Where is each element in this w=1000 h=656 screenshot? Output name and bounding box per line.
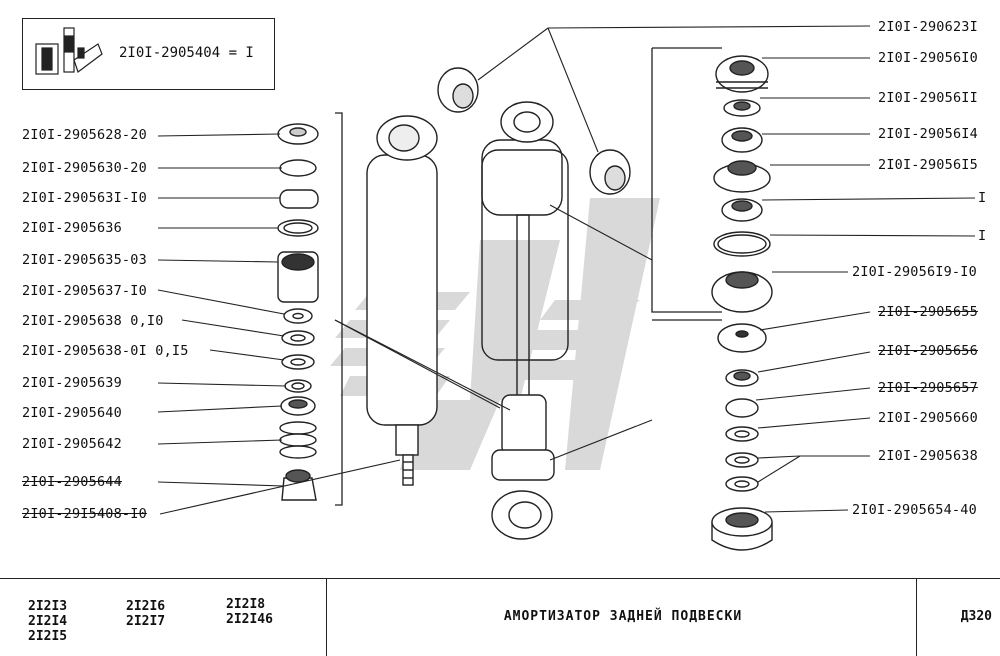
- part-label: 2I0I-2905660: [878, 410, 978, 426]
- model-code: 2I2I7: [126, 614, 166, 629]
- part-label: 2I0I-2905638-0I 0,I5: [22, 343, 189, 359]
- model-code: 2I2I3: [28, 599, 68, 614]
- part-label: 2I0I-2905636: [22, 220, 122, 236]
- part-label: 2I0I-2905630-20: [22, 160, 147, 176]
- part-label: 2I0I-2905628-20: [22, 127, 147, 143]
- parts-kit-box: 2I0I-2905404 = I: [22, 18, 275, 90]
- divider: [326, 579, 327, 656]
- divider: [916, 579, 917, 656]
- part-label-obsolete: 2I0I-2905655: [878, 304, 978, 320]
- part-label: 2I0I-2905635-03: [22, 252, 147, 268]
- part-label: 2I0I-2905654-40: [852, 502, 977, 518]
- model-code: 2I2I5: [28, 629, 68, 644]
- part-label-obsolete: 2I0I-2905657: [878, 380, 978, 396]
- part-label: 2I0I-2905638: [878, 448, 978, 464]
- part-label: 2I0I-2905642: [22, 436, 122, 452]
- page-title: АМОРТИЗАТОР ЗАДНЕЙ ПОДВЕСКИ: [503, 609, 743, 624]
- part-label: 2I0I-290563I-I0: [22, 190, 147, 206]
- part-label: 2I0I-29056I9-I0: [852, 264, 977, 280]
- part-label: 2I0I-29056II: [878, 90, 978, 106]
- part-label: 2I0I-2905637-I0: [22, 283, 147, 299]
- model-code: 2I2I8: [226, 597, 266, 612]
- part-label: 2I0I-29056I5: [878, 157, 978, 173]
- model-code: 2I2I4: [28, 614, 68, 629]
- page-number: Д320: [960, 609, 992, 624]
- part-label: 2I0I-2905640: [22, 405, 122, 421]
- parts-kit-icon: [35, 27, 103, 75]
- part-label: 2I0I-2905639: [22, 375, 122, 391]
- part-label: 2I0I-29056I4: [878, 126, 978, 142]
- part-label-obsolete: 2I0I-2905644: [22, 474, 122, 490]
- title-block: 2I2I3 2I2I4 2I2I5 2I2I6 2I2I7 2I2I8 2I2I…: [0, 578, 1000, 656]
- part-label: 2I0I-290623I: [878, 19, 978, 35]
- part-label-obsolete: 2I0I-2905656: [878, 343, 978, 359]
- part-label: 2I0I-2905638 0,I0: [22, 313, 164, 329]
- exploded-diagram: [35, 25, 976, 551]
- shock-absorber-assembly: [481, 101, 569, 540]
- part-label: I: [978, 228, 987, 244]
- kit-number: 2I0I-2905404 = I: [119, 45, 254, 61]
- part-label: 2I0I-29056I0: [878, 50, 978, 66]
- part-label: I: [978, 190, 987, 206]
- part-label-obsolete: 2I0I-29I5408-I0: [22, 506, 147, 522]
- model-code: 2I2I6: [126, 599, 166, 614]
- model-code: 2I2I46: [226, 612, 273, 627]
- shock-absorber-body: [366, 115, 438, 486]
